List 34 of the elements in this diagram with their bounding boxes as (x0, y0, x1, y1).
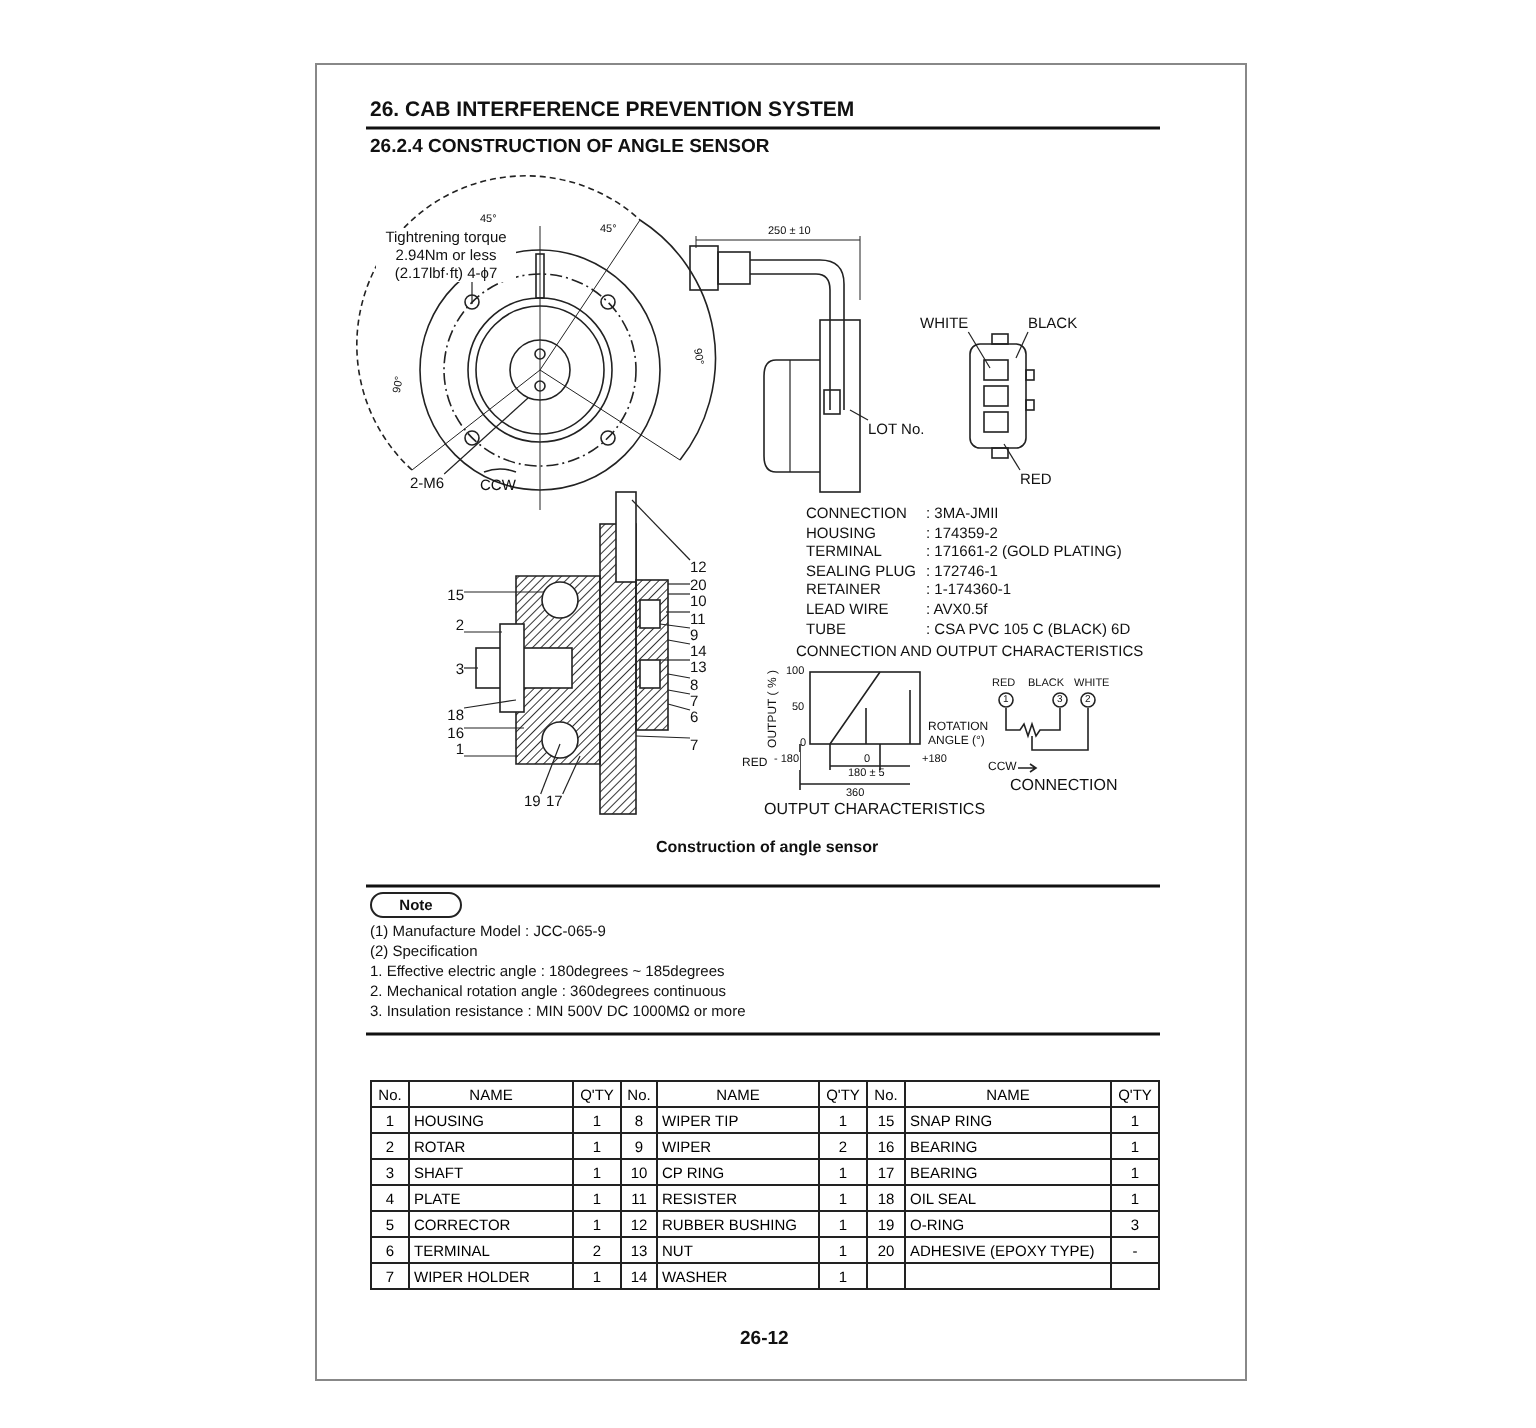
leader-line (849, 409, 869, 421)
leader-line (667, 639, 691, 645)
leader-line (463, 631, 503, 633)
leader-line (471, 281, 473, 305)
leader-line (667, 673, 691, 679)
leader-line (540, 743, 561, 795)
leader-line (1003, 443, 1021, 471)
leader-line (667, 583, 691, 585)
leader-line (635, 735, 691, 739)
leader-line (463, 727, 525, 729)
leader-line (631, 499, 691, 561)
page-title: 26. CAB INTERFERENCE PREVENTION SYSTEM (370, 102, 855, 120)
leader-line (667, 689, 691, 695)
cutaway-section-drawing (475, 491, 669, 815)
flange-front-view-drawing (356, 175, 717, 511)
leader-line (667, 703, 691, 711)
chart-title: OUTPUT CHARACTERISTICS (764, 800, 986, 818)
leader-line (463, 699, 517, 709)
leader-line (463, 755, 519, 757)
leader-line (463, 591, 545, 593)
leader-line (562, 755, 581, 795)
page-number: 26-12 (740, 1330, 789, 1348)
leader-line (1015, 331, 1029, 359)
sensor-side-view-drawing (689, 245, 861, 493)
leader-line (667, 593, 691, 595)
schematic-title: CONNECTION (1010, 776, 1118, 794)
leader-line (659, 659, 691, 661)
leader-line (665, 611, 691, 613)
leader-line (967, 331, 991, 369)
leader-line (463, 667, 479, 669)
section-heading: 26.2.4 CONSTRUCTION OF ANGLE SENSOR (370, 138, 770, 156)
connector-face-drawing (969, 333, 1035, 459)
leader-line (659, 623, 691, 629)
figure-caption: Construction of angle sensor (656, 838, 879, 856)
